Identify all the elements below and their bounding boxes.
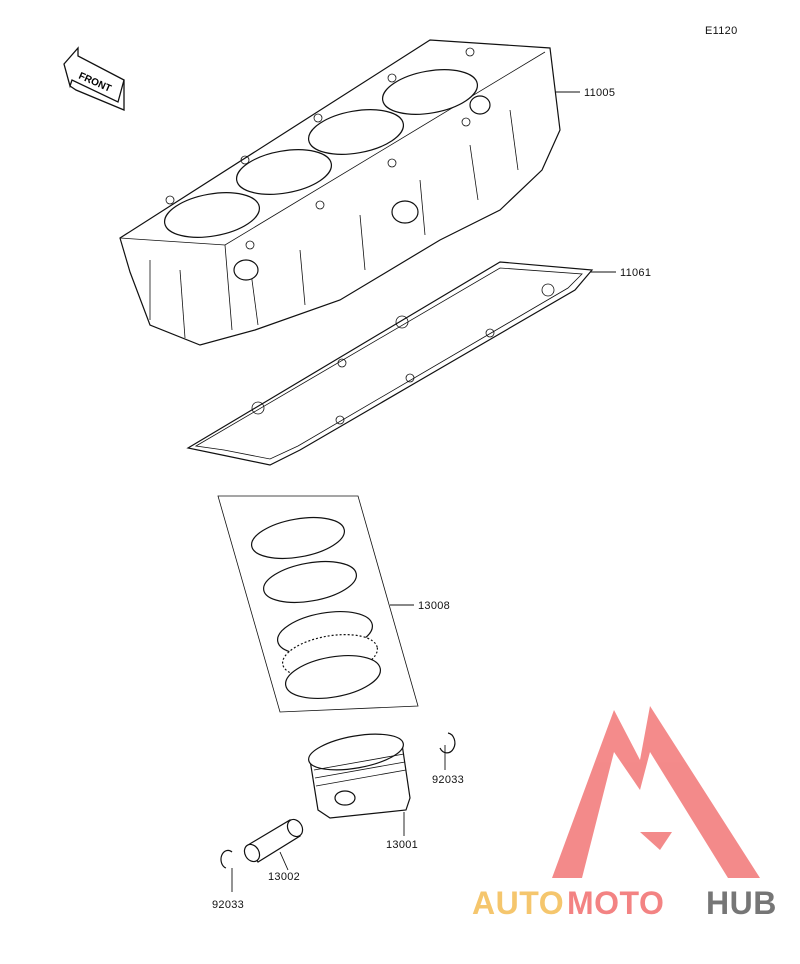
cylinder-block (119, 39, 561, 346)
piston-pin (243, 818, 304, 863)
svg-text:AUTO: AUTO (472, 885, 564, 921)
piston (308, 733, 411, 819)
part-label-92033-lower: 92033 (212, 899, 244, 911)
part-label-11005: 11005 (584, 87, 615, 99)
cylinder-gasket (186, 261, 594, 466)
part-label-13002: 13002 (268, 871, 300, 883)
leader-13002 (279, 851, 289, 871)
part-label-13001: 13001 (386, 839, 418, 851)
watermark-text: AUTO MOTO HUB (472, 885, 777, 921)
diagram-code: E1120 (705, 25, 738, 37)
circlip-lower (220, 849, 233, 869)
part-label-92033-upper: 92033 (432, 774, 464, 786)
part-label-11061: 11061 (620, 267, 651, 279)
svg-text:HUB: HUB (706, 885, 777, 921)
svg-text:MOTO: MOTO (567, 885, 664, 921)
part-label-13008: 13008 (418, 600, 450, 612)
piston-ring-set (217, 495, 419, 713)
front-arrow-icon: FRONT (63, 46, 125, 111)
circlip-upper (439, 732, 456, 754)
watermark-logo (552, 706, 760, 878)
